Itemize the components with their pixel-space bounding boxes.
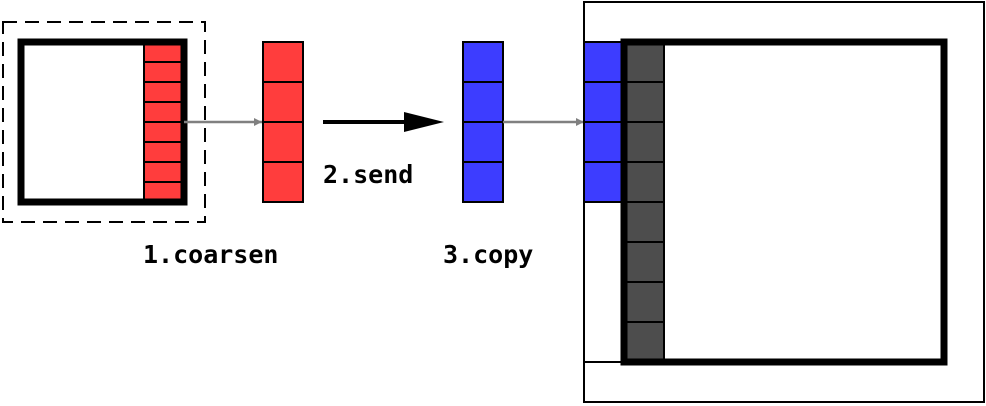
received-cell	[462, 161, 504, 203]
ghost-cell	[623, 201, 665, 243]
destination-received-cell-column	[583, 41, 625, 203]
destination-grid	[583, 1, 985, 403]
destination-received-cell	[583, 41, 625, 83]
fine-cell-column	[143, 41, 185, 203]
fine-cell	[143, 61, 185, 83]
fine-cell	[143, 81, 185, 103]
ghost-cell	[623, 41, 665, 83]
fine-cell	[143, 141, 185, 163]
label-send: 2.send	[323, 160, 413, 189]
ghost-cell	[623, 121, 665, 163]
destination-inner-box	[620, 38, 948, 366]
label-copy: 3.copy	[443, 240, 533, 269]
fine-cell	[143, 101, 185, 123]
coarse-cell-column	[262, 41, 304, 203]
fine-cell	[143, 121, 185, 143]
coarse-cell	[262, 81, 304, 123]
destination-received-cell	[583, 81, 625, 123]
label-coarsen: 1.coarsen	[143, 240, 278, 269]
received-cell	[462, 121, 504, 163]
ghost-cell	[623, 281, 665, 323]
ghost-cell	[623, 241, 665, 283]
coarse-cell	[262, 161, 304, 203]
send-arrow	[323, 112, 444, 132]
ghost-cell	[623, 81, 665, 123]
ghost-cell	[623, 321, 665, 363]
coarse-cell	[262, 41, 304, 83]
destination-received-cell	[583, 121, 625, 163]
ghost-cell-column	[623, 41, 665, 363]
received-cell	[462, 41, 504, 83]
source-grid	[2, 21, 206, 223]
received-cell-column	[462, 41, 504, 203]
fine-cell	[143, 161, 185, 183]
destination-received-cell	[583, 161, 625, 203]
coarse-cell	[262, 121, 304, 163]
ghost-cell	[623, 161, 665, 203]
received-cell	[462, 81, 504, 123]
source-dashed-boundary	[2, 21, 206, 223]
